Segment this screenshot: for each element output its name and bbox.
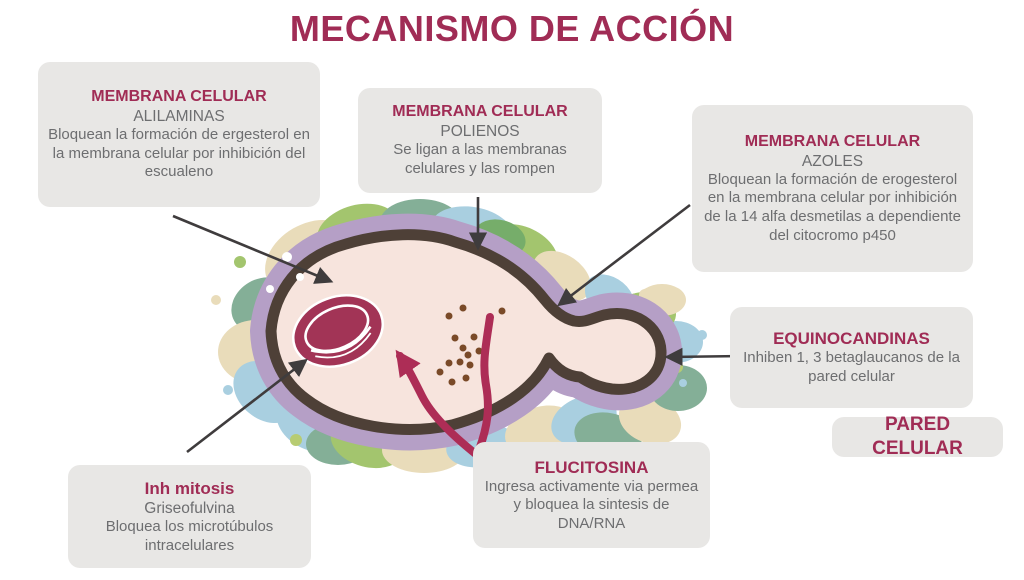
callout-equinocandinas-body: Inhiben 1, 3 betaglaucanos de la pared c… — [743, 349, 960, 386]
flucitosina-entry-paths — [395, 313, 494, 459]
cell-wall-and-cytoplasm — [265, 229, 667, 435]
callout-polienos-body: Se ligan a las membranas celulares y las… — [393, 141, 567, 178]
callout-azoles-heading: MEMBRANA CELULAR — [744, 132, 921, 150]
nucleus — [291, 294, 385, 368]
callout-polienos-heading: MEMBRANA CELULAR — [392, 103, 568, 121]
callout-inh-mitosis: Inh mitosis Griseofulvina Bloquea los mi… — [68, 465, 311, 568]
arrow-alilaminas — [172, 214, 334, 284]
callout-azoles-body: Bloquean la formación de erogesterol en … — [704, 170, 961, 244]
callout-pared-celular: PARED CELULAR — [832, 414, 1003, 459]
callout-pared-celular-heading: PARED CELULAR — [872, 414, 963, 459]
callout-alilaminas: MEMBRANA CELULAR ALILAMINAS Bloquean la … — [38, 62, 320, 207]
callout-inh-mitosis-heading: Inh mitosis — [144, 478, 235, 498]
callout-flucitosina-heading: FLUCITOSINA — [534, 457, 649, 477]
arrow-inh-mitosis — [186, 358, 308, 454]
callout-equinocandinas-heading: EQUINOCANDINAS — [773, 329, 930, 349]
callout-flucitosina: FLUCITOSINA Ingresa activamente via perm… — [473, 442, 710, 548]
page-title: MECANISMO DE ACCIÓN — [289, 8, 735, 49]
granules — [436, 304, 506, 386]
pointer-arrows — [172, 197, 745, 454]
callout-alilaminas-subheading: ALILAMINAS — [133, 107, 225, 125]
callout-inh-mitosis-body: Bloquea los microtúbulos intracelulares — [105, 518, 274, 554]
callout-flucitosina-body: Ingresa activamente via permea y bloquea… — [484, 477, 699, 532]
callout-equinocandinas: EQUINOCANDINAS Inhiben 1, 3 betaglaucano… — [730, 307, 973, 408]
callout-alilaminas-heading: MEMBRANA CELULAR — [91, 88, 267, 106]
callout-inh-mitosis-subheading: Griseofulvina — [144, 499, 235, 517]
callout-polienos: MEMBRANA CELULAR POLIENOS Se ligan a las… — [358, 88, 602, 193]
callout-polienos-subheading: POLIENOS — [440, 123, 520, 141]
callout-alilaminas-body: Bloquean la formación de ergesterol en l… — [48, 126, 310, 181]
callout-azoles: MEMBRANA CELULAR AZOLES Bloquean la form… — [692, 105, 973, 272]
membrane-pores — [266, 252, 304, 293]
arrow-azoles — [557, 203, 691, 307]
callout-azoles-subheading: AZOLES — [801, 152, 864, 170]
